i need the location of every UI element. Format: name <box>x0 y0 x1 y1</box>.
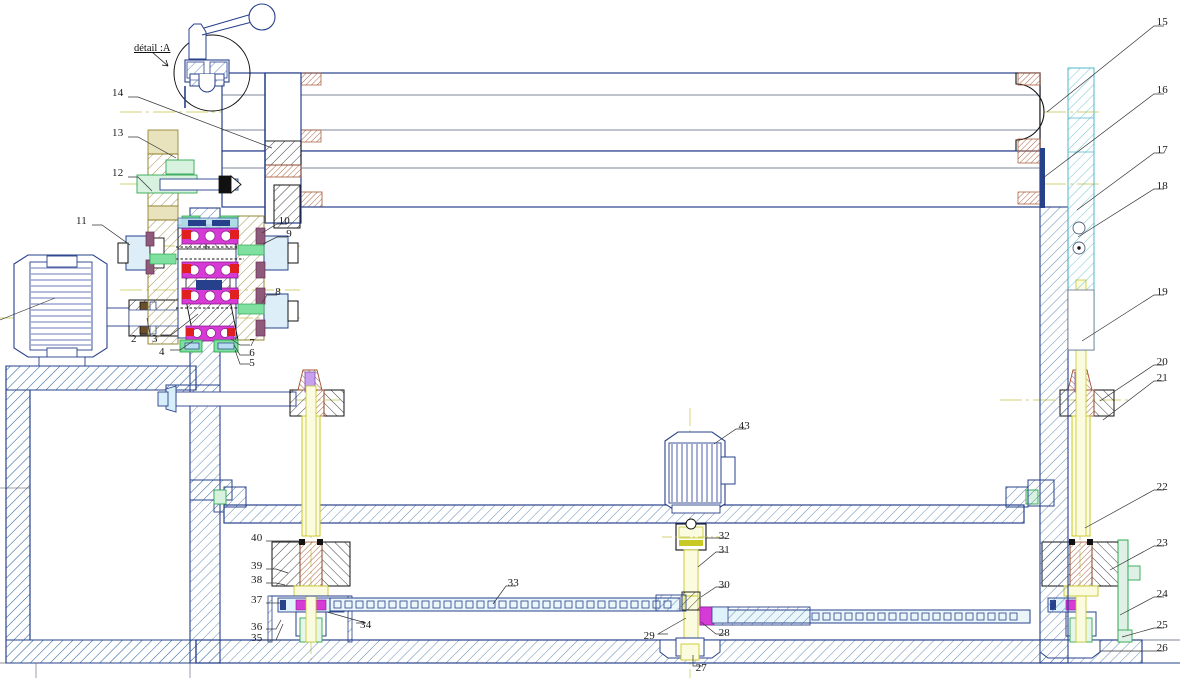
leader-line-17 <box>1076 152 1164 211</box>
callout-label-26: 26 <box>1156 642 1168 654</box>
callout-label-13: 13 <box>112 127 124 139</box>
leader-line-28 <box>700 621 726 635</box>
detail-a-label: détail :A <box>134 43 171 54</box>
callout-label-15: 15 <box>1156 16 1168 28</box>
leader-line-25 <box>1121 627 1164 638</box>
callout-label-30: 30 <box>718 579 730 591</box>
callout-label-32: 32 <box>718 530 730 542</box>
callout-label-43: 43 <box>738 420 750 432</box>
leader-line-7 <box>230 338 250 346</box>
callout-label-14: 14 <box>112 87 124 99</box>
machine-base <box>35 639 1180 678</box>
upper-left-flange <box>136 129 242 221</box>
detail-a-callout <box>151 34 251 112</box>
leader-line-24 <box>1119 596 1164 616</box>
leader-line-27 <box>692 655 703 667</box>
callout-label-4: 4 <box>159 346 165 358</box>
callout-label-5: 5 <box>249 357 255 369</box>
callout-label-28: 28 <box>718 627 730 639</box>
leader-line-43 <box>713 428 746 445</box>
chain-conveyor-right <box>699 606 1031 626</box>
left-base-frame <box>0 365 197 664</box>
left-upright-post <box>264 72 302 229</box>
lever-handle[interactable] <box>188 3 276 60</box>
callout-label-34: 34 <box>360 619 372 631</box>
callout-label-33: 33 <box>507 577 519 589</box>
leader-line-29 <box>656 617 687 635</box>
callout-label-10: 10 <box>278 215 290 227</box>
leader-lines-group <box>92 25 1164 667</box>
callout-label-25: 25 <box>1156 619 1168 631</box>
leader-line-14 <box>128 96 273 149</box>
main-bearing-assembly <box>117 215 299 353</box>
callout-label-37: 37 <box>251 594 263 606</box>
callout-label-2: 2 <box>131 333 137 345</box>
detail-a-bearing-section <box>184 59 230 108</box>
callout-label-20: 20 <box>1156 356 1168 368</box>
leader-line-36 <box>266 619 282 630</box>
callout-label-24: 24 <box>1156 588 1168 600</box>
leader-line-39 <box>266 568 289 574</box>
leader-line-8 <box>261 294 277 304</box>
leader-line-5 <box>234 349 250 365</box>
leader-line-10 <box>261 223 287 234</box>
leader-line-4 <box>170 340 194 351</box>
leader-line-18 <box>1077 188 1164 238</box>
callout-label-12: 12 <box>112 167 124 179</box>
leader-line-19 <box>1081 294 1164 342</box>
leader-line-20 <box>1099 364 1164 402</box>
callout-label-11: 11 <box>76 215 87 227</box>
leader-line-34 <box>326 611 367 624</box>
leader-line-33 <box>492 585 516 605</box>
middle-platform <box>213 486 1039 524</box>
right-column <box>1027 206 1069 664</box>
callout-label-17: 17 <box>1156 144 1168 156</box>
leader-line-9 <box>262 236 287 245</box>
callout-label-38: 38 <box>251 574 263 586</box>
chain-conveyor-left <box>329 594 687 612</box>
leader-line-3 <box>161 313 199 336</box>
callout-label-9: 9 <box>286 228 292 240</box>
leader-line-12 <box>128 176 153 192</box>
leader-line-6 <box>233 344 250 356</box>
leader-line-22 <box>1084 489 1164 529</box>
callout-label-22: 22 <box>1156 481 1168 493</box>
callout-label-29: 29 <box>643 630 655 642</box>
leader-line-30 <box>700 586 726 598</box>
callout-label-8: 8 <box>275 286 281 298</box>
left-lead-screw-assembly <box>157 369 353 643</box>
leader-line-16 <box>1042 93 1164 179</box>
leader-line-11 <box>92 224 131 246</box>
callout-label-19: 19 <box>1156 286 1168 298</box>
top-beam-assembly <box>221 72 1045 208</box>
callout-label-39: 39 <box>251 560 263 572</box>
center-motor <box>664 431 736 514</box>
callout-label-3: 3 <box>152 333 158 345</box>
callout-label-27: 27 <box>695 662 707 674</box>
callout-label-35: 35 <box>251 632 263 644</box>
callout-label-21: 21 <box>1156 372 1168 384</box>
center-shaft-assembly <box>662 518 720 661</box>
leader-line-21 <box>1102 380 1164 421</box>
callout-label-7: 7 <box>249 337 255 349</box>
callout-label-16: 16 <box>1156 84 1168 96</box>
callout-label-36: 36 <box>251 621 263 633</box>
leader-line-2 <box>140 317 151 336</box>
callout-label-23: 23 <box>1156 537 1168 549</box>
left-motor <box>0 254 130 367</box>
leader-line-38 <box>266 582 286 586</box>
roller-bearings <box>181 227 239 342</box>
callout-label-31: 31 <box>718 544 730 556</box>
callout-label-18: 18 <box>1156 180 1168 192</box>
callout-label-6: 6 <box>249 347 255 359</box>
leader-line-13 <box>128 136 177 159</box>
leader-line-31 <box>697 551 726 568</box>
leader-line-23 <box>1109 545 1164 571</box>
leader-line-15 <box>1046 25 1164 113</box>
right-cyan-plate <box>1067 67 1095 351</box>
leader-line-35 <box>266 623 284 641</box>
callout-label-40: 40 <box>251 532 263 544</box>
